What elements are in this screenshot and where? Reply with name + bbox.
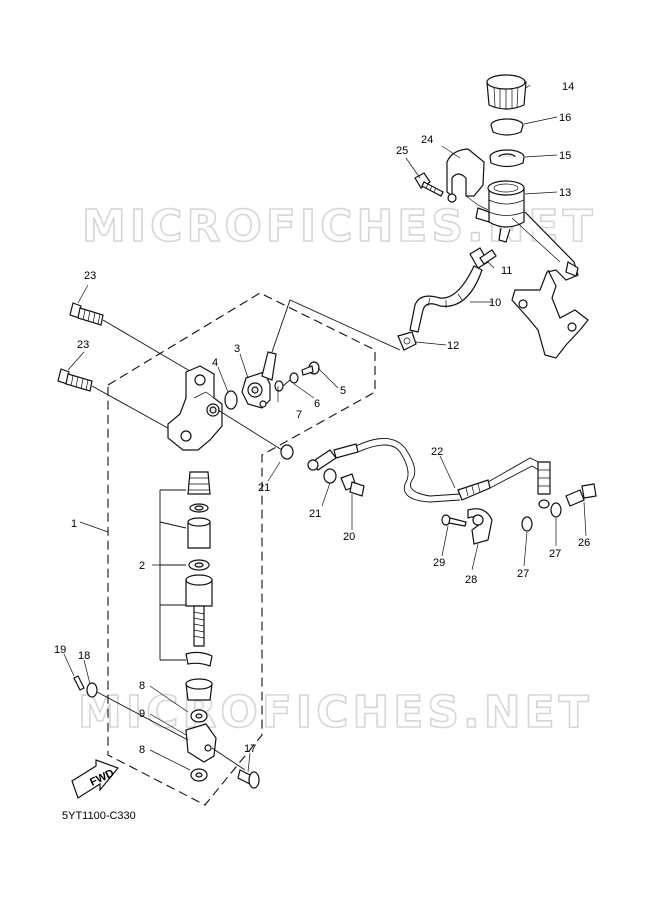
- copper-washer: [280, 444, 294, 460]
- guide-line: [282, 379, 291, 387]
- group-bracket: [159, 489, 187, 661]
- washer: [274, 380, 284, 392]
- screw: [301, 361, 320, 376]
- callout-18: 18: [78, 650, 90, 662]
- callout-24: 24: [421, 134, 433, 146]
- callout-4: 4: [212, 357, 218, 369]
- callout-17: 17: [244, 743, 256, 755]
- assembly-outline: [107, 292, 376, 806]
- lock-nut: [190, 768, 208, 782]
- mounting-bolt-upper: [69, 302, 104, 326]
- callout-labels: 1 2 3 4 5 6 7 8 8 9 10 11 12 13 14 15 16…: [54, 81, 590, 756]
- lock-nut: [190, 709, 208, 723]
- plain-washer: [86, 682, 98, 698]
- guide-line: [271, 299, 401, 353]
- copper-washer: [550, 502, 562, 518]
- copper-washer: [323, 468, 337, 484]
- callout-5: 5: [340, 385, 346, 397]
- cotter-pin: [73, 675, 85, 691]
- callout-3: 3: [234, 343, 240, 355]
- fwd-arrow: FWD: [71, 759, 120, 799]
- diaphragm: [489, 149, 525, 168]
- clevis: [185, 723, 217, 763]
- callout-12: 12: [447, 340, 459, 352]
- callout-21: 21: [258, 482, 270, 494]
- diaphragm-plate: [490, 118, 524, 136]
- callout-10: 10: [489, 297, 501, 309]
- hose-fitting: [469, 247, 497, 269]
- callout-11: 11: [501, 265, 512, 277]
- leader-lines: [63, 84, 587, 773]
- hose-clip: [397, 331, 417, 351]
- callout-19: 19: [54, 644, 66, 656]
- copper-washer: [521, 516, 533, 532]
- callout-26: 26: [578, 537, 590, 549]
- callout-21b: 21: [309, 508, 321, 520]
- reservoir-hose: [409, 265, 483, 333]
- callout-9: 9: [139, 708, 145, 720]
- bolt-guide-line: [102, 319, 196, 375]
- bolt-guide-line: [91, 385, 176, 433]
- callout-13: 13: [559, 187, 571, 199]
- callout-28: 28: [465, 574, 477, 586]
- clamp-screw: [441, 514, 467, 527]
- callout-25: 25: [396, 145, 408, 157]
- diagram-code: 5YT1100-C330: [62, 810, 136, 822]
- callout-7: 7: [296, 409, 302, 421]
- hose-clamp: [467, 508, 493, 545]
- callout-16: 16: [559, 112, 571, 124]
- callout-14: 14: [562, 81, 574, 93]
- callout-27: 27: [549, 548, 561, 560]
- hose-joint: [241, 351, 277, 409]
- master-cylinder-body: [167, 365, 223, 451]
- callout-8: 8: [139, 680, 145, 692]
- o-ring: [224, 390, 238, 410]
- callout-23b: 23: [77, 339, 89, 351]
- guide-line: [217, 409, 283, 451]
- callout-2: 2: [139, 560, 145, 572]
- mounting-bracket: [511, 211, 589, 359]
- pin-guide-line: [96, 691, 246, 771]
- union-bolt: [565, 483, 597, 507]
- callout-29: 29: [433, 557, 445, 569]
- reservoir-tank: [475, 180, 525, 243]
- reservoir-holder: [446, 148, 489, 211]
- brake-hose: [307, 438, 551, 509]
- callout-15: 15: [559, 150, 571, 162]
- piston-kit: [185, 471, 213, 701]
- watermark: MICROFICHES.NET: [78, 687, 593, 738]
- mounting-bolt-lower: [57, 368, 93, 392]
- washer: [289, 372, 299, 384]
- clevis-pin: [237, 769, 260, 789]
- reservoir-cap: [486, 74, 527, 110]
- callout-8b: 8: [139, 744, 145, 756]
- callout-6: 6: [314, 398, 320, 410]
- callout-23: 23: [84, 270, 96, 282]
- callout-1: 1: [71, 518, 77, 530]
- callout-27b: 27: [517, 568, 529, 580]
- union-bolt: [340, 473, 365, 497]
- callout-22: 22: [431, 446, 443, 458]
- callout-20: 20: [343, 531, 355, 543]
